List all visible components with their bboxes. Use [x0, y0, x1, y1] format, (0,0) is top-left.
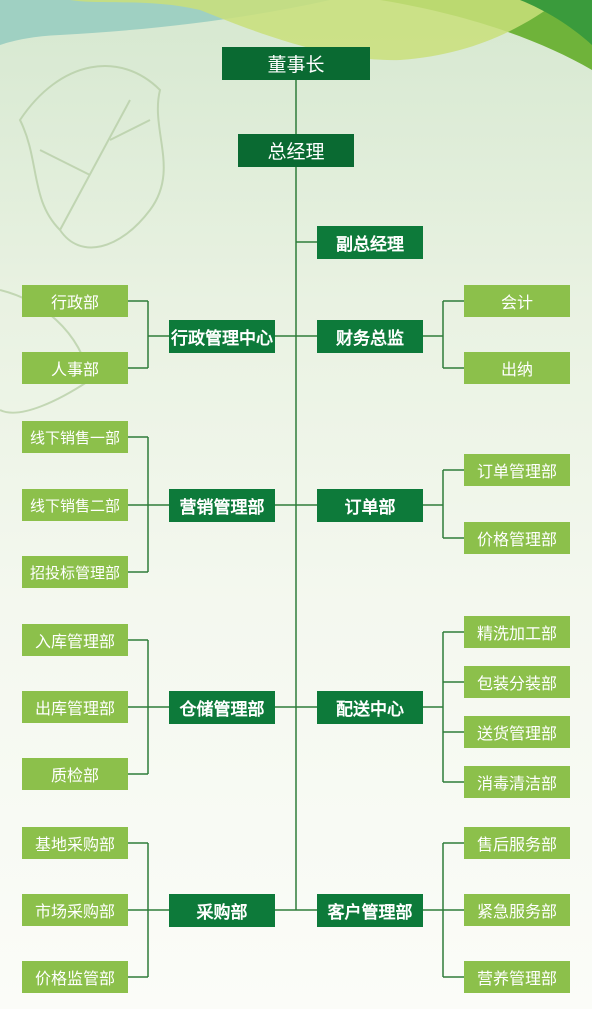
top-dark-corner: [520, 0, 592, 45]
right-dept-2-0[interactable]: 精洗加工部: [464, 616, 570, 648]
left-dept-1-2[interactable]: 招投标管理部: [22, 556, 128, 588]
top-green-wave: [380, 0, 592, 70]
right-dept-2-1[interactable]: 包装分装部: [464, 666, 570, 698]
left-dept-3-0[interactable]: 基地采购部: [22, 827, 128, 859]
left-dept-2-0-label: 入库管理部: [34, 632, 115, 651]
right-dept-2-1-label: 包装分装部: [476, 674, 557, 693]
left-dept-1-1-label: 线下销售二部: [29, 496, 120, 515]
chairman-label: 董事长: [267, 54, 325, 76]
left-dept-2-1[interactable]: 出库管理部: [22, 691, 128, 723]
right-center-1-label: 订单部: [344, 497, 396, 518]
right-dept-3-1-label: 紧急服务部: [476, 902, 557, 921]
left-dept-1-0-label: 线下销售一部: [29, 428, 120, 447]
left-dept-1-1[interactable]: 线下销售二部: [22, 489, 128, 521]
right-dept-3-1[interactable]: 紧急服务部: [464, 894, 570, 926]
right-dept-0-1-label: 出纳: [500, 360, 533, 379]
left-dept-2-2-label: 质检部: [50, 766, 99, 785]
left-dept-3-2[interactable]: 价格监管部: [22, 961, 128, 993]
right-dept-2-3[interactable]: 消毒清洁部: [464, 766, 570, 798]
right-dept-2-2[interactable]: 送货管理部: [464, 716, 570, 748]
right-center-1[interactable]: 订单部: [317, 488, 423, 522]
right-dept-1-0[interactable]: 订单管理部: [464, 454, 570, 486]
right-center-2-label: 配送中心: [336, 699, 404, 720]
left-dept-2-0[interactable]: 入库管理部: [22, 624, 128, 656]
right-dept-0-0-label: 会计: [500, 293, 533, 312]
right-dept-3-2[interactable]: 营养管理部: [464, 961, 570, 993]
top-lime-wave: [70, 0, 560, 61]
right-dept-3-2-label: 营养管理部: [476, 969, 557, 988]
left-dept-2-2[interactable]: 质检部: [22, 758, 128, 790]
right-center-2[interactable]: 配送中心: [317, 690, 423, 724]
right-dept-0-0[interactable]: 会计: [464, 285, 570, 317]
left-dept-3-1-label: 市场采购部: [34, 902, 115, 921]
right-dept-2-2-label: 送货管理部: [476, 724, 557, 743]
left-dept-0-1-label: 人事部: [50, 360, 99, 379]
left-dept-0-0[interactable]: 行政部: [22, 285, 128, 317]
left-dept-2-1-label: 出库管理部: [34, 699, 115, 718]
left-dept-0-1[interactable]: 人事部: [22, 352, 128, 384]
right-center-0-label: 财务总监: [336, 328, 404, 349]
general-manager-label: 总经理: [267, 141, 325, 163]
vice-gm-label: 副总经理: [336, 235, 404, 255]
right-dept-1-1[interactable]: 价格管理部: [464, 522, 570, 554]
left-dept-1-0[interactable]: 线下销售一部: [22, 421, 128, 453]
right-dept-3-0[interactable]: 售后服务部: [464, 827, 570, 859]
right-center-0[interactable]: 财务总监: [317, 319, 423, 353]
left-dept-1-2-label: 招投标管理部: [29, 563, 120, 582]
right-dept-1-1-label: 价格管理部: [476, 530, 557, 549]
right-dept-0-1[interactable]: 出纳: [464, 352, 570, 384]
left-center-1-label: 营销管理部: [179, 497, 265, 518]
right-center-3-label: 客户管理部: [327, 902, 413, 923]
left-dept-3-1[interactable]: 市场采购部: [22, 894, 128, 926]
right-dept-1-0-label: 订单管理部: [476, 462, 557, 481]
left-center-3[interactable]: 采购部: [169, 893, 275, 927]
right-dept-2-3-label: 消毒清洁部: [476, 774, 557, 793]
right-center-3[interactable]: 客户管理部: [317, 893, 423, 927]
left-dept-0-0-label: 行政部: [50, 293, 99, 312]
right-dept-3-0-label: 售后服务部: [476, 835, 557, 854]
general-manager-box[interactable]: 总经理: [238, 134, 354, 167]
left-dept-3-0-label: 基地采购部: [34, 835, 115, 854]
left-center-2[interactable]: 仓储管理部: [169, 690, 275, 724]
left-center-0-label: 行政管理中心: [171, 328, 273, 349]
left-center-3-label: 采购部: [196, 902, 248, 923]
left-center-0[interactable]: 行政管理中心: [169, 319, 275, 353]
left-center-1[interactable]: 营销管理部: [169, 488, 275, 522]
vice-gm-box[interactable]: 副总经理: [317, 226, 423, 259]
left-center-2-label: 仓储管理部: [179, 699, 265, 720]
right-dept-2-0-label: 精洗加工部: [476, 624, 557, 643]
chairman-box[interactable]: 董事长: [222, 47, 370, 80]
left-dept-3-2-label: 价格监管部: [34, 969, 115, 988]
